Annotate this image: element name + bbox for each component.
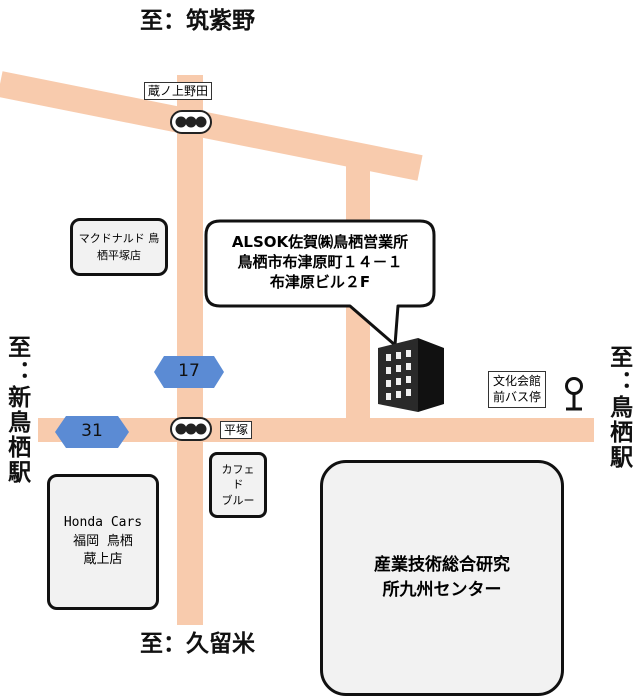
road-horizontal-main xyxy=(38,418,594,442)
route-31-number: 31 xyxy=(81,421,103,441)
direction-west: 至：新鳥栖駅 xyxy=(3,335,30,485)
direction-east: 至：鳥栖駅 xyxy=(605,345,632,470)
destination-callout xyxy=(204,219,436,347)
honda-cars-landmark: Honda Cars 福岡 鳥栖 蔵上店 xyxy=(47,474,159,610)
traffic-light-icon xyxy=(170,417,212,441)
cafe-landmark: カフェ ド ブルー xyxy=(209,452,267,518)
route-17-number: 17 xyxy=(178,361,200,381)
road-vertical-main xyxy=(177,75,203,625)
bus-stop-icon xyxy=(565,377,583,411)
destination-address: ALSOK佐賀㈱鳥栖営業所 鳥栖市布津原町１４－１ 布津原ビル２F xyxy=(231,232,409,292)
research-center-landmark: 産業技術総合研究 所九州センター xyxy=(320,460,564,696)
route-17-marker xyxy=(154,356,224,388)
mcdonalds-landmark: マクドナルド 鳥 栖平塚店 xyxy=(70,218,168,276)
intersection-label-south: 平塚 xyxy=(220,421,253,439)
direction-south: 至：久留米 xyxy=(140,631,255,657)
traffic-light-icon xyxy=(170,110,212,134)
direction-north: 至：筑紫野 xyxy=(140,8,255,34)
office-building-icon xyxy=(378,338,444,412)
intersection-label-north: 蔵ノ上野田 xyxy=(144,82,213,100)
bus-stop-label: 文化会館 前バス停 xyxy=(488,371,547,409)
route-31-marker xyxy=(55,416,129,448)
